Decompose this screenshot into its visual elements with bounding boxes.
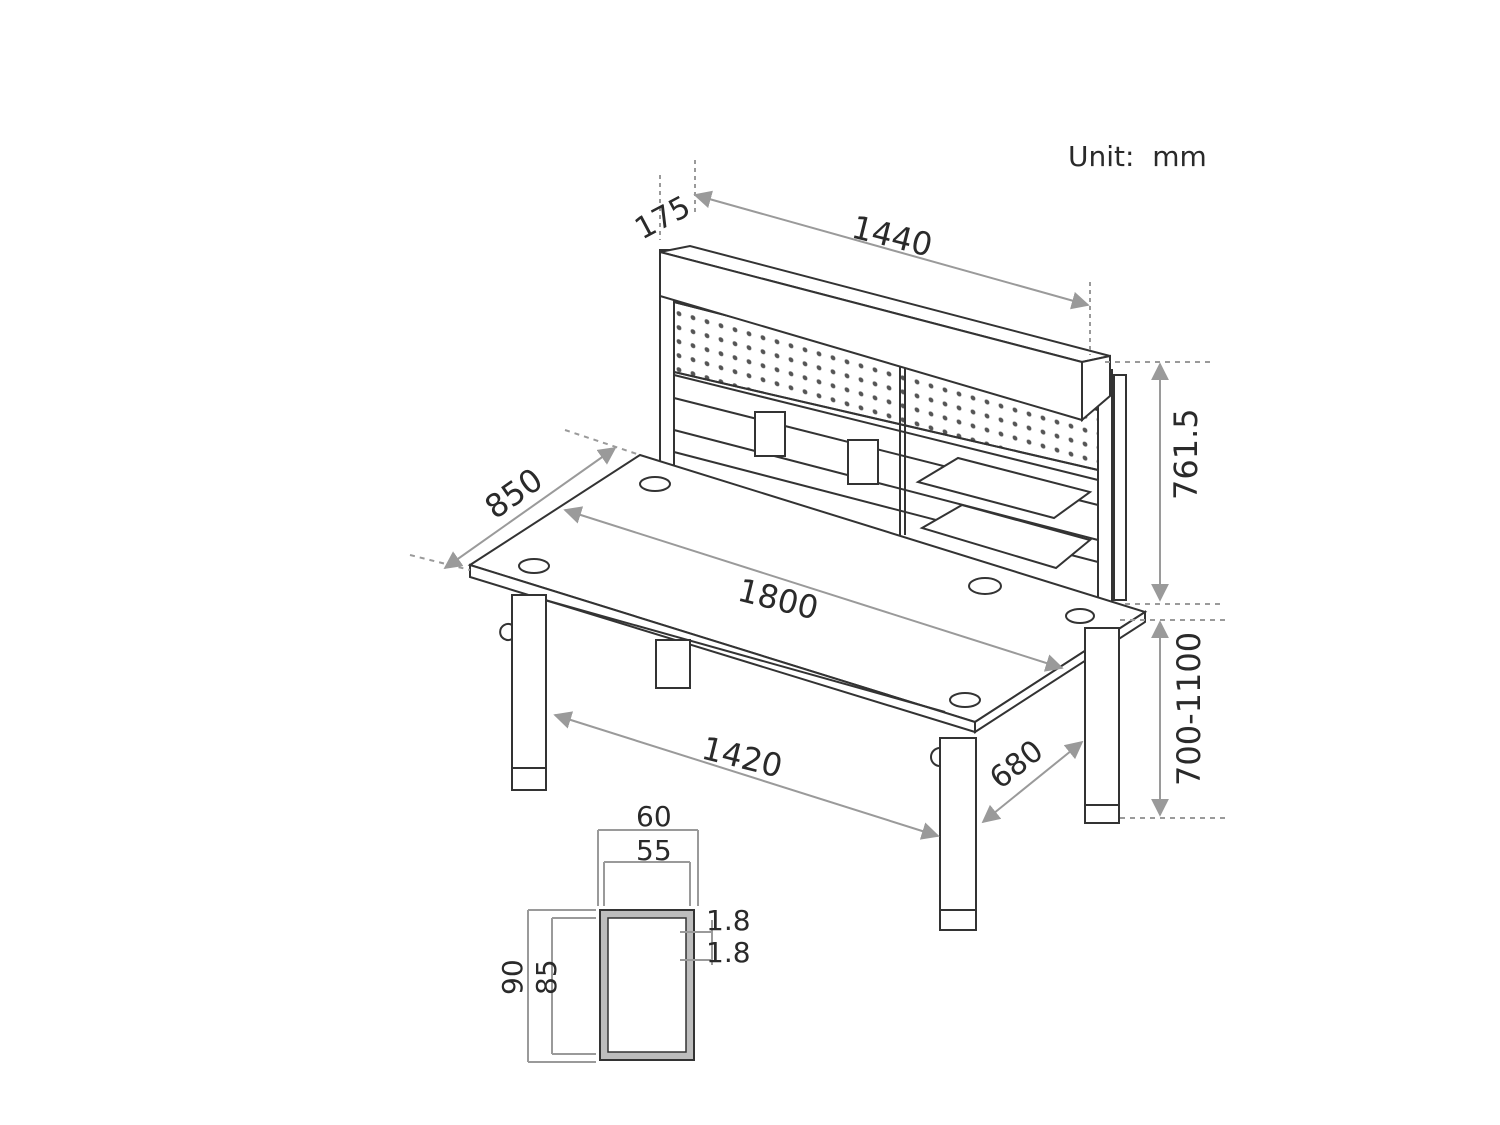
dimension-lines [409, 160, 1225, 840]
section-inner [607, 917, 687, 1053]
grommet-2 [518, 558, 550, 574]
label-850: 850 [478, 460, 550, 526]
label-85: 85 [530, 959, 563, 995]
label-60: 60 [636, 800, 672, 833]
leg-back-left [655, 639, 691, 689]
bin-right [847, 439, 879, 485]
label-55: 55 [636, 834, 672, 867]
hook-right [930, 747, 941, 767]
dim-line-1420 [553, 711, 940, 840]
tray-upper [915, 456, 1093, 520]
label-761: 761.5 [1167, 408, 1205, 500]
label-1.8-side: 1.8 [706, 936, 751, 969]
dim-line-680 [981, 740, 1084, 824]
bin-left [754, 411, 786, 457]
grommet-5 [949, 692, 981, 708]
label-680: 680 [983, 733, 1050, 796]
grommet-1 [639, 476, 671, 492]
label-90: 90 [496, 959, 529, 995]
label-1420: 1420 [698, 729, 786, 786]
label-1.8-top: 1.8 [706, 904, 751, 937]
frame-post-right-back [1113, 374, 1127, 601]
leg-front-right [939, 737, 977, 931]
leg-back-right [1084, 627, 1120, 824]
hook-left [499, 623, 513, 641]
unit-label: Unit: mm [1068, 140, 1207, 173]
dim-line-1440 [693, 190, 1090, 310]
dim-line-850 [443, 446, 617, 570]
leg-front-left [511, 594, 547, 791]
label-700-1100: 700-1100 [1170, 632, 1208, 786]
leg-cross-section [527, 829, 713, 1063]
grommet-3 [968, 577, 1002, 595]
label-1440: 1440 [848, 208, 936, 265]
label-175: 175 [629, 189, 696, 247]
grommet-4 [1065, 608, 1095, 624]
dim-line-1800 [563, 506, 1064, 672]
